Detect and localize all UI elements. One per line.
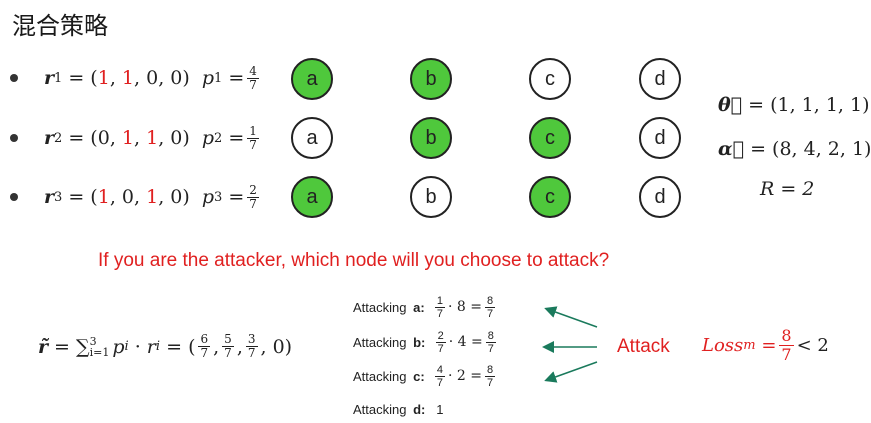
node-c: c — [529, 176, 571, 218]
attack-arrows — [542, 306, 598, 383]
bullet-icon — [10, 74, 18, 82]
question-text: If you are the attacker, which node will… — [98, 250, 610, 271]
bullet-icon — [10, 193, 18, 201]
node-c: c — [529, 58, 571, 100]
theta-formula: θ⃗ = (1, 1, 1, 1) — [718, 94, 870, 116]
attack-line-d: Attacking d: 1 — [353, 401, 444, 417]
r-formula: R = 2 — [760, 178, 815, 200]
arrow-to-c — [544, 361, 598, 383]
arrow-to-a — [544, 306, 598, 328]
node-b: b — [410, 58, 452, 100]
attack-label: Attack — [617, 336, 670, 357]
page-title: 混合策略 — [12, 12, 108, 40]
node-a: a — [291, 176, 333, 218]
node-d: d — [639, 58, 681, 100]
bullet-icon — [10, 134, 18, 142]
node-b: b — [410, 117, 452, 159]
alpha-formula: α⃗ = (8, 4, 2, 1) — [718, 138, 871, 160]
node-c: c — [529, 117, 571, 159]
node-b: b — [410, 176, 452, 218]
node-a: a — [291, 58, 333, 100]
node-d: d — [639, 117, 681, 159]
node-a: a — [291, 117, 333, 159]
node-d: d — [639, 176, 681, 218]
